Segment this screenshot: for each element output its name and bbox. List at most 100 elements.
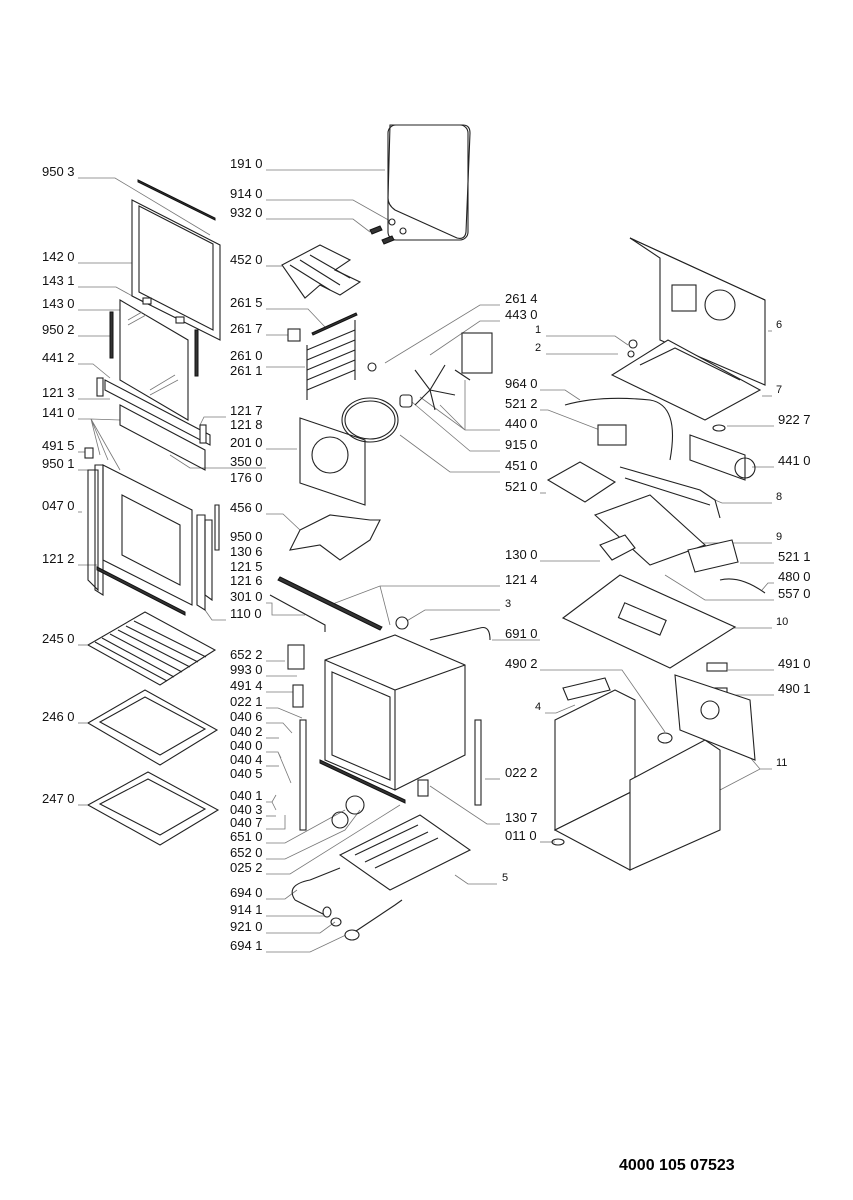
part-label-9500: 950 0 xyxy=(230,529,263,544)
part-label-9930: 993 0 xyxy=(230,662,263,677)
part-label-2: 2 xyxy=(535,342,542,354)
part-label-6522: 652 2 xyxy=(230,647,263,662)
part-label-1218: 121 8 xyxy=(230,417,263,432)
leader-lines xyxy=(78,169,774,953)
relay-block-part xyxy=(599,534,766,594)
bottom-panel-part xyxy=(338,814,472,891)
support-rods-part xyxy=(269,576,409,632)
part-label-1100: 110 0 xyxy=(230,606,262,621)
part-label-0401: 040 1 xyxy=(230,788,263,803)
circular-element-part xyxy=(341,397,399,443)
part-label-0222: 022 2 xyxy=(505,765,538,780)
part-label-1213: 121 3 xyxy=(42,385,75,400)
part-label-1212: 121 2 xyxy=(42,551,75,566)
part-label-0110: 011 0 xyxy=(505,828,537,843)
part-label-5210: 521 0 xyxy=(505,479,538,494)
part-label-2611: 261 1 xyxy=(230,363,263,378)
grill-element-part xyxy=(281,218,407,299)
part-label-10: 10 xyxy=(776,616,789,628)
part-label-1: 1 xyxy=(535,324,542,336)
part-label-1214: 121 4 xyxy=(505,572,538,587)
part-label-5212: 521 2 xyxy=(505,396,538,411)
top-plate-part xyxy=(610,339,762,421)
part-label-9640: 964 0 xyxy=(505,376,538,391)
part-label-1307: 130 7 xyxy=(505,810,538,825)
part-label-4400: 440 0 xyxy=(505,416,538,431)
part-label-1306: 130 6 xyxy=(230,544,263,559)
part-label-0406: 040 6 xyxy=(230,709,263,724)
part-label-3: 3 xyxy=(505,598,512,610)
baking-tray-part xyxy=(86,689,219,766)
hose-part xyxy=(564,397,674,461)
part-label-0221: 022 1 xyxy=(230,694,263,709)
part-label-5570: 557 0 xyxy=(778,586,811,601)
wire-rack-part xyxy=(86,611,217,686)
part-label-2010: 201 0 xyxy=(230,435,263,450)
part-label-4: 4 xyxy=(535,701,542,713)
part-label-2470: 247 0 xyxy=(42,791,75,806)
part-label-2610: 261 0 xyxy=(230,348,263,363)
part-label-0405: 040 5 xyxy=(230,766,263,781)
part-label-4914: 491 4 xyxy=(230,678,263,693)
part-label-3010: 301 0 xyxy=(230,589,263,604)
part-label-1215: 121 5 xyxy=(230,559,263,574)
part-label-6941: 694 1 xyxy=(230,938,263,953)
part-label-5: 5 xyxy=(502,872,509,884)
part-label-4510: 451 0 xyxy=(505,458,538,473)
part-label-1420: 142 0 xyxy=(42,249,75,264)
part-label-9150: 915 0 xyxy=(505,437,538,452)
part-label-2617: 261 7 xyxy=(230,321,263,336)
part-label-5211: 521 1 xyxy=(778,549,811,564)
part-label-9141: 914 1 xyxy=(230,902,263,917)
part-label-1430: 143 0 xyxy=(42,296,75,311)
part-label-6940: 694 0 xyxy=(230,885,263,900)
part-label-4520: 452 0 xyxy=(230,252,263,267)
outer-glass-part xyxy=(131,179,221,341)
part-label-4800: 480 0 xyxy=(778,569,811,584)
document-number: 4000 105 07523 xyxy=(619,1157,735,1174)
part-label-9501: 950 1 xyxy=(42,456,75,471)
part-label-9320: 932 0 xyxy=(230,205,263,220)
fan-cover-part xyxy=(299,417,366,506)
part-label-9503: 950 3 xyxy=(42,164,75,179)
part-label-4430: 443 0 xyxy=(505,307,538,322)
door-front-part xyxy=(84,377,220,616)
part-label-1910: 191 0 xyxy=(230,156,263,171)
part-label-2614: 261 4 xyxy=(505,291,538,306)
part-label-1410: 141 0 xyxy=(42,405,75,420)
part-label-9: 9 xyxy=(776,531,783,543)
part-label-9140: 914 0 xyxy=(230,186,263,201)
outer-casing-part xyxy=(551,674,756,871)
part-label-9502: 950 2 xyxy=(42,322,75,337)
part-label-4901: 490 1 xyxy=(778,681,811,696)
part-label-4902: 490 2 xyxy=(505,656,538,671)
control-board-part xyxy=(546,461,617,503)
part-label-7: 7 xyxy=(776,384,783,396)
part-label-0470: 047 0 xyxy=(42,498,75,513)
part-label-6520: 652 0 xyxy=(230,845,263,860)
part-label-8: 8 xyxy=(776,491,783,503)
back-panel-part xyxy=(629,237,766,386)
part-label-1760: 176 0 xyxy=(230,470,263,485)
part-label-2450: 245 0 xyxy=(42,631,75,646)
part-label-0402: 040 2 xyxy=(230,724,263,739)
part-label-0252: 025 2 xyxy=(230,860,263,875)
part-label-4560: 456 0 xyxy=(230,500,263,515)
part-label-2615: 261 5 xyxy=(230,295,263,310)
part-label-6910: 691 0 xyxy=(505,626,538,641)
part-label-1217: 121 7 xyxy=(230,403,263,418)
part-label-4412: 441 2 xyxy=(42,350,75,365)
door-seal-part xyxy=(387,124,471,241)
inner-glass-part xyxy=(109,297,199,421)
part-label-4910: 491 0 xyxy=(778,656,811,671)
duct-part xyxy=(619,466,721,519)
part-label-0404: 040 4 xyxy=(230,752,263,767)
part-label-3500: 350 0 xyxy=(230,454,263,469)
part-label-11: 11 xyxy=(776,757,788,769)
part-label-0403: 040 3 xyxy=(230,802,263,817)
bottom-element-part xyxy=(289,514,381,561)
lamp-part xyxy=(291,795,403,941)
part-label-1216: 121 6 xyxy=(230,573,263,588)
part-label-6510: 651 0 xyxy=(230,829,263,844)
